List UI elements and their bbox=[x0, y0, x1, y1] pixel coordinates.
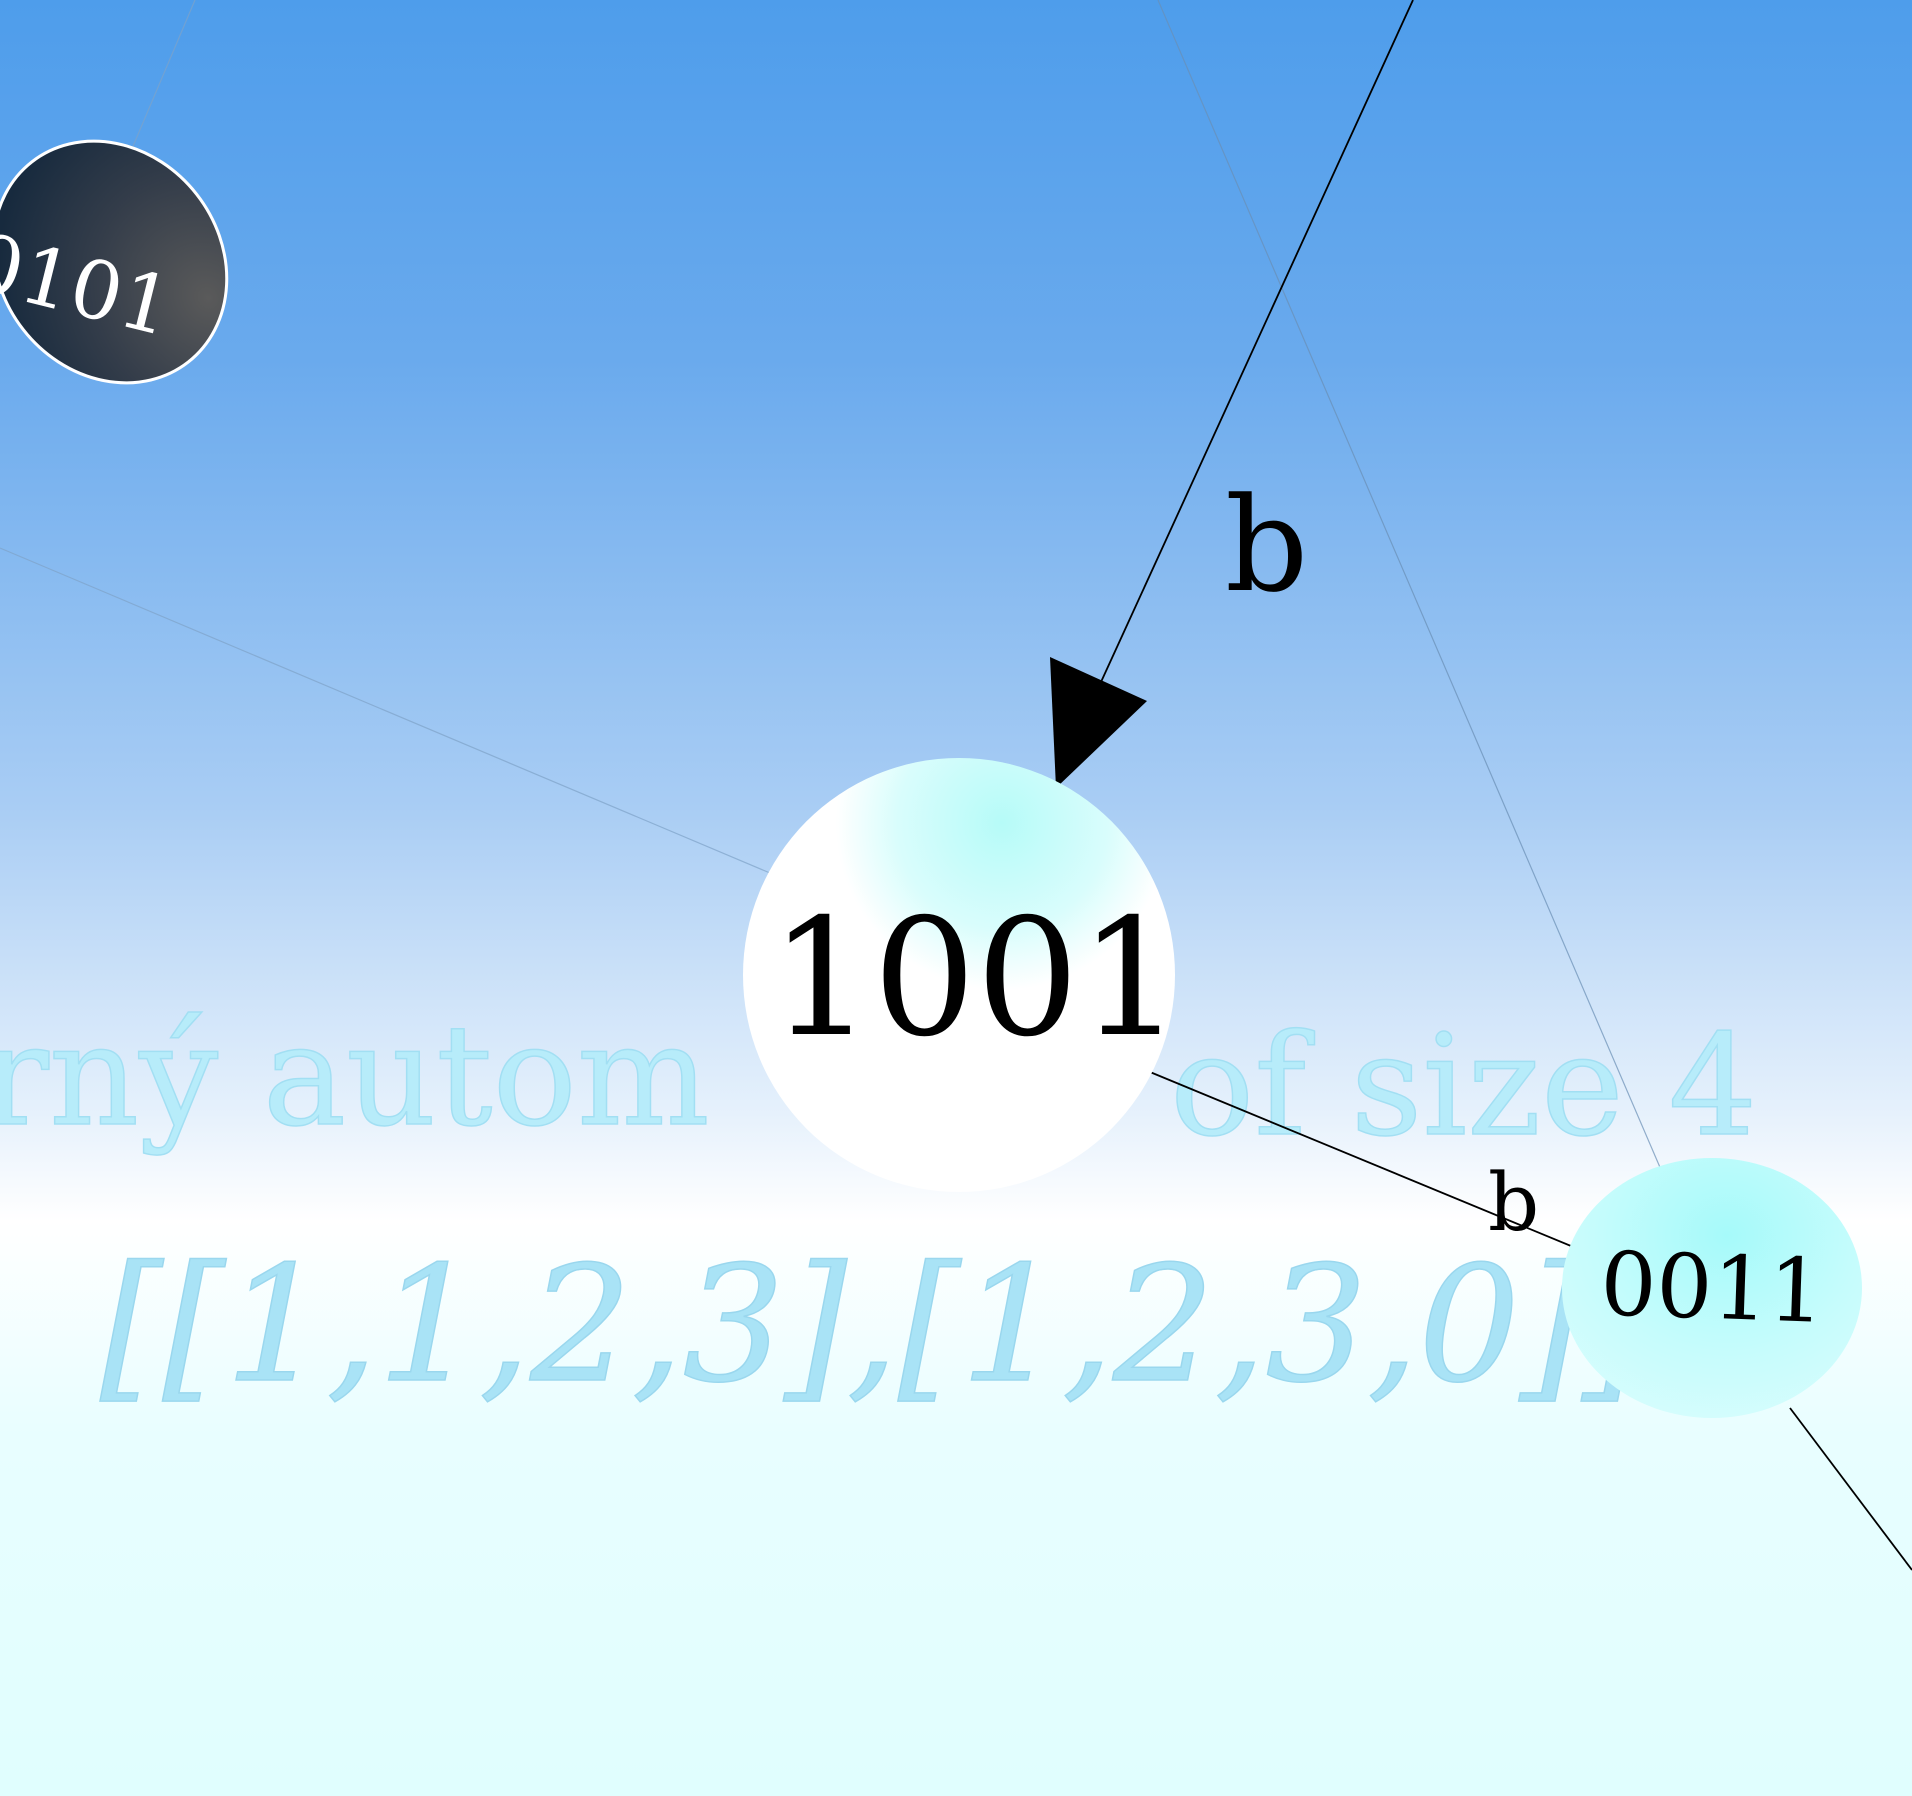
node-0011-label: 0011 bbox=[1599, 1232, 1826, 1343]
node-0011[interactable]: 0011 bbox=[1562, 1158, 1862, 1418]
edge-label-into-1001: b bbox=[1225, 469, 1308, 621]
background-title-suffix: of size 4 bbox=[1170, 1005, 1757, 1168]
background-title: rný autom bbox=[0, 995, 710, 1158]
node-1001-label: 1001 bbox=[770, 885, 1182, 1073]
faint-edge bbox=[127, 0, 196, 159]
edge-line-into-1001 bbox=[1100, 0, 1414, 683]
faint-edge bbox=[1157, 0, 1663, 1173]
background-word: [[1,1,2,3],[1,2,3,0]] bbox=[100, 1231, 1646, 1418]
node-0011-disk bbox=[1562, 1158, 1862, 1418]
arrowhead-into-1001 bbox=[1050, 657, 1147, 788]
node-1001-disk bbox=[743, 758, 1175, 1192]
node-0101-disk bbox=[0, 139, 229, 385]
edge-line-from-0011 bbox=[1789, 1407, 1912, 1571]
edge-label-1001-to-0011: b bbox=[1488, 1156, 1539, 1249]
node-1001[interactable]: 1001 bbox=[743, 758, 1182, 1192]
node-0101[interactable]: 0101 bbox=[0, 94, 275, 430]
edge-line-1001-to-0011 bbox=[1149, 1071, 1601, 1259]
faint-edge bbox=[0, 547, 771, 874]
